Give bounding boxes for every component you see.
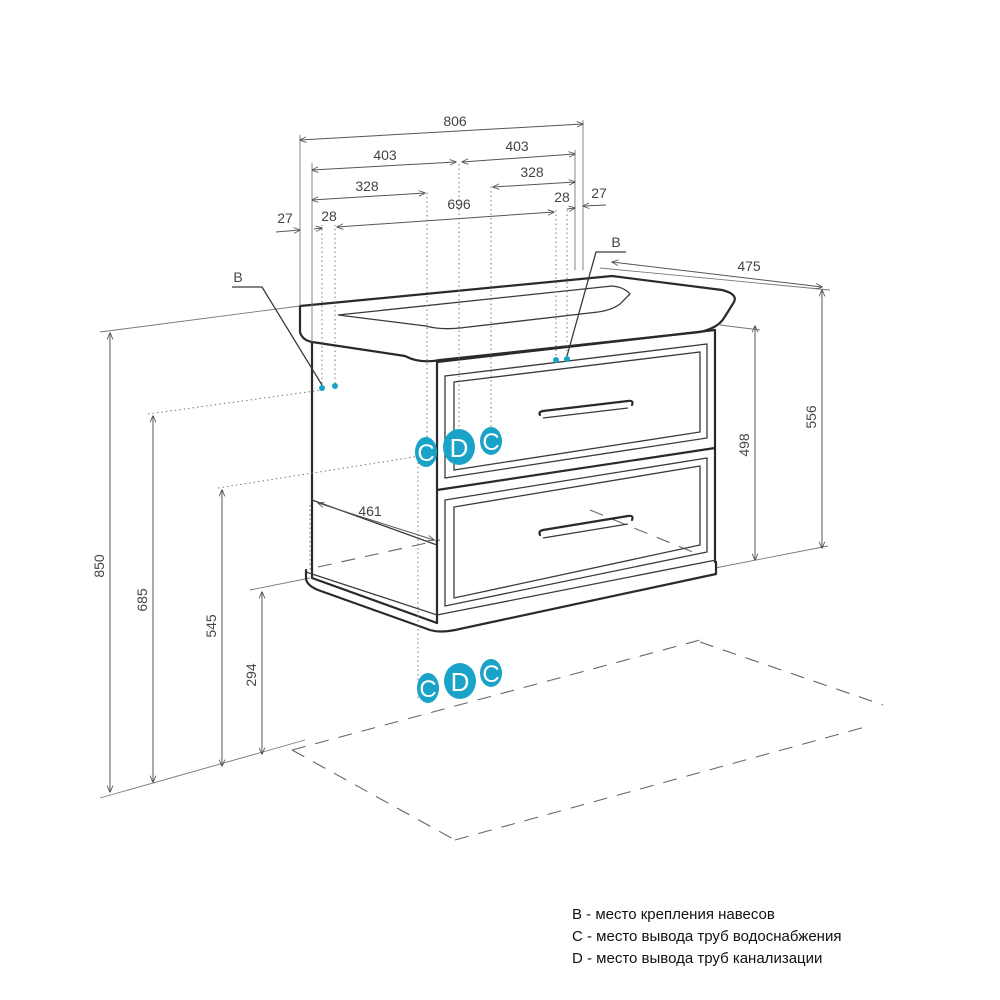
bottom-drawer-handle — [538, 514, 634, 539]
dim-mount-right: 28 — [554, 189, 570, 205]
mount-point-right-1 — [553, 357, 559, 363]
legend-item-d: D - место вывода труб канализации — [572, 950, 823, 967]
dim-mount-height: 685 — [134, 588, 150, 612]
dim-side-depth: 461 — [358, 503, 382, 519]
floor-water-marker-left — [417, 673, 439, 703]
dim-total-height: 850 — [91, 554, 107, 578]
mount-point-left-2 — [332, 383, 338, 389]
dimension-labels: 806 403 403 328 328 696 28 28 27 27 475 … — [91, 113, 819, 687]
legend-item-b: B - место крепления навесов — [572, 906, 775, 923]
floor-markers: C D C — [417, 659, 502, 703]
dim-depth: 475 — [737, 258, 761, 274]
dim-drain-height: 294 — [243, 663, 259, 687]
dim-pipe-right: 328 — [520, 164, 544, 180]
svg-text:C: C — [417, 440, 434, 467]
svg-text:C: C — [482, 429, 499, 456]
svg-text:D: D — [451, 667, 470, 697]
legend-item-c: C - место вывода труб водоснабжения — [572, 928, 842, 945]
drain-marker — [443, 429, 475, 465]
extension-lines — [147, 120, 584, 700]
dim-half-right: 403 — [505, 138, 529, 154]
dim-edge-right: 27 — [591, 185, 607, 201]
wall-markers: C D C — [415, 427, 502, 467]
water-marker-left — [415, 437, 437, 467]
mount-point-left-1 — [319, 385, 325, 391]
floor-drain-marker — [444, 663, 476, 699]
dim-pipe-left: 328 — [355, 178, 379, 194]
dim-cabinet-height: 556 — [803, 405, 819, 429]
dim-mount-left: 28 — [321, 208, 337, 224]
legend: B - место крепления навесов C - место вы… — [572, 904, 841, 970]
water-marker-right — [480, 427, 502, 455]
dim-total-width: 806 — [443, 113, 467, 129]
floor-water-marker-right — [480, 659, 502, 687]
top-dimensions — [275, 124, 607, 232]
b-leaders — [232, 251, 626, 386]
dim-body-height: 498 — [736, 433, 752, 457]
svg-text:C: C — [482, 661, 499, 688]
dim-half-left: 403 — [373, 147, 397, 163]
mount-point-right-2 — [564, 356, 570, 362]
dim-water-height: 545 — [203, 614, 219, 638]
side-dimensions — [110, 262, 822, 792]
top-drawer-handle — [538, 399, 634, 419]
wall-lines — [99, 267, 831, 799]
svg-text:C: C — [419, 676, 436, 703]
dim-edge-left: 27 — [277, 210, 293, 226]
floor-outline — [291, 509, 884, 841]
marker-b-left: B — [233, 269, 242, 285]
dim-mount-spacing: 696 — [447, 196, 471, 212]
cabinet — [304, 328, 718, 633]
mount-points — [319, 356, 570, 391]
marker-b-right: B — [611, 234, 620, 250]
svg-text:D: D — [450, 433, 469, 463]
